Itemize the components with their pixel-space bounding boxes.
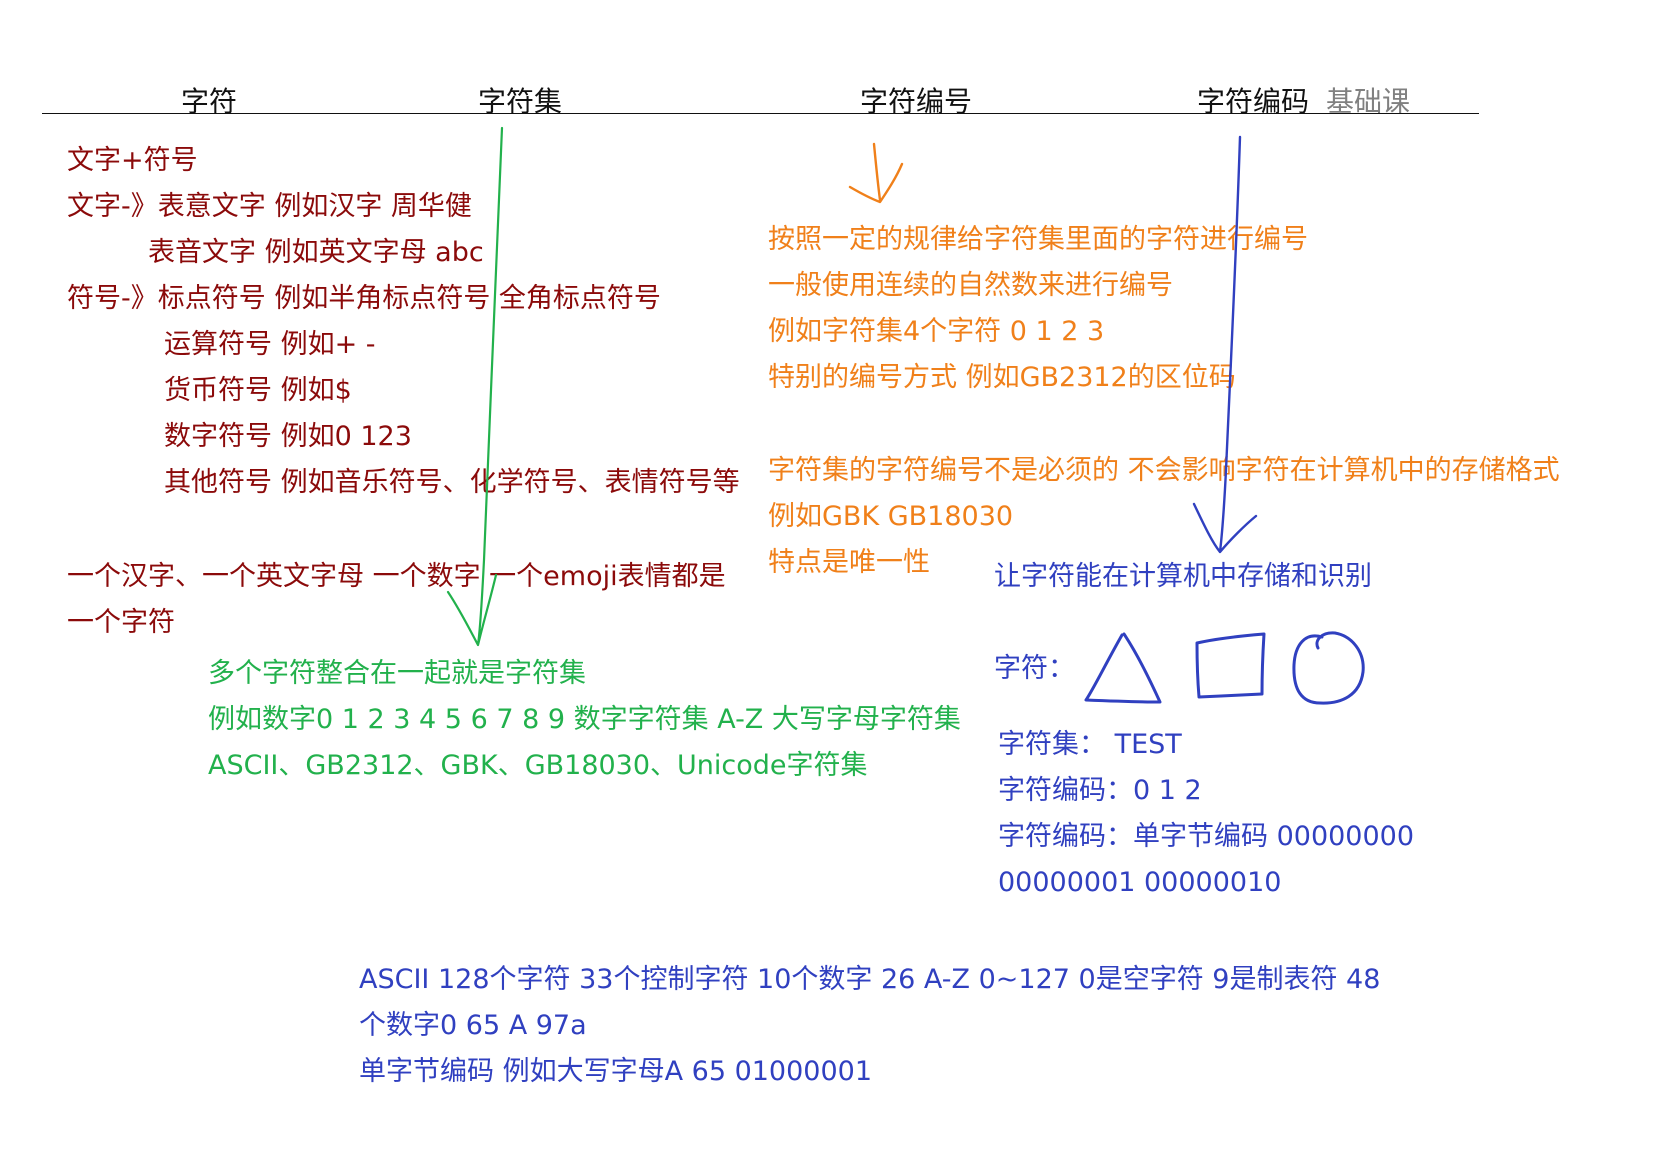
header-charset: 字符集 (478, 85, 563, 118)
character-line-9: 一个汉字、一个英文字母 一个数字 一个emoji表情都是 (67, 561, 726, 592)
character-line-1: 文字+符号 (67, 145, 198, 176)
encoding-line-1: 让字符能在计算机中存储和识别 (994, 561, 1372, 592)
ascii-line-1: ASCII 128个字符 33个控制字符 10个数字 26 A-Z 0~127 … (359, 964, 1381, 995)
charset-line-2: 例如数字0 1 2 3 4 5 6 7 8 9 数字字符集 A-Z 大写字母字符… (208, 704, 961, 735)
encoding-shapes-label: 字符： (994, 653, 1075, 684)
character-line-8: 其他符号 例如音乐符号、化学符号、表情符号等 (164, 467, 740, 498)
encoding-line-charset: 字符集： TEST (998, 729, 1182, 760)
header-basic-course-note: 基础课 (1326, 85, 1411, 118)
numbering-line-6: 例如GBK GB18030 (768, 501, 1014, 532)
triangle-shape (1084, 632, 1162, 704)
encoding-line-codes: 字符编码：0 1 2 (998, 775, 1202, 806)
character-line-7: 数字符号 例如0 123 (164, 421, 412, 452)
numbering-line-7: 特点是唯一性 (768, 547, 930, 578)
character-line-10: 一个字符 (67, 607, 175, 638)
header-char-number: 字符编号 (860, 85, 973, 118)
encoding-line-bytes: 00000001 00000010 (998, 867, 1282, 898)
encoding-line-single-byte: 字符编码：单字节编码 00000000 (998, 821, 1415, 852)
charset-arrow (446, 126, 504, 647)
numbering-line-1: 按照一定的规律给字符集里面的字符进行编号 (768, 224, 1308, 255)
numbering-arrow (848, 142, 904, 204)
character-line-2: 文字-》表意文字 例如汉字 周华健 (67, 191, 472, 222)
encoding-arrow (1192, 135, 1258, 554)
numbering-line-3: 例如字符集4个字符 0 1 2 3 (768, 316, 1105, 347)
header-char-encoding: 字符编码 (1197, 85, 1310, 118)
character-line-3: 表音文字 例如英文字母 abc (148, 237, 484, 268)
character-line-4: 符号-》标点符号 例如半角标点符号 全角标点符号 (67, 283, 661, 314)
ascii-line-3: 单字节编码 例如大写字母A 65 01000001 (359, 1056, 872, 1087)
character-line-5: 运算符号 例如+ - (164, 329, 376, 360)
charset-line-3: ASCII、GB2312、GBK、GB18030、Unicode字符集 (208, 750, 868, 781)
header-divider (42, 113, 1479, 114)
ascii-line-2: 个数字0 65 A 97a (359, 1010, 587, 1041)
charset-line-1: 多个字符整合在一起就是字符集 (208, 658, 586, 689)
header-character: 字符 (181, 85, 238, 118)
numbering-line-2: 一般使用连续的自然数来进行编号 (768, 270, 1173, 301)
character-line-6: 货币符号 例如$ (164, 375, 352, 406)
square-shape (1195, 632, 1266, 699)
numbering-line-4: 特别的编号方式 例如GB2312的区位码 (768, 362, 1236, 393)
circle-shape (1292, 631, 1365, 705)
numbering-line-5: 字符集的字符编号不是必须的 不会影响字符在计算机中的存储格式 (768, 455, 1560, 486)
